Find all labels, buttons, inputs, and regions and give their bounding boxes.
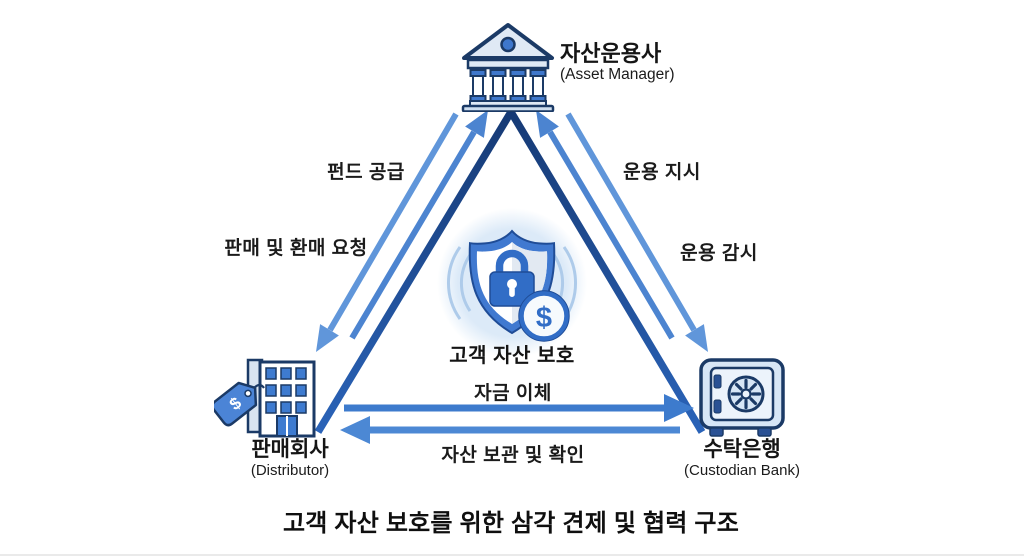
arrow-asset-custody-left (340, 416, 680, 444)
custodian-bank-name: 수탁은행 (703, 438, 781, 461)
arrow-mgmt-monitoring-up (536, 110, 675, 340)
arrow-sell-redeem-up (349, 110, 488, 340)
bottom-divider-line (0, 554, 1024, 556)
distributor-subtitle: (Distributor) (250, 462, 330, 480)
vault-dial (727, 375, 765, 413)
custodian-vault-icon (699, 358, 785, 437)
center-protection-label: 고객 자산 보호 (449, 345, 575, 367)
asset-protection-shield-icon: $ (437, 208, 587, 358)
flow-label-fund-supply: 펀드 공급 (327, 162, 405, 183)
diagram-title: 고객 자산 보호를 위한 삼각 견제 및 협력 구조 (283, 510, 739, 537)
asset-manager-label: 자산운용사 (Asset Manager) (560, 41, 675, 84)
dollar-coin-icon: $ (518, 290, 570, 342)
flow-label-mgmt-monitoring: 운용 감시 (680, 243, 758, 264)
padlock-icon (489, 249, 535, 307)
asset-manager-name: 자산운용사 (560, 41, 662, 66)
custodian-bank-subtitle: (Custodian Bank) (684, 462, 800, 480)
asset-manager-subtitle: (Asset Manager) (560, 66, 675, 84)
triangle-outline (314, 104, 706, 434)
distributor-building-icon: $ (214, 358, 316, 438)
custodian-bank-label: 수탁은행 (Custodian Bank) (684, 438, 800, 480)
distributor-name: 판매회사 (251, 438, 329, 461)
arrow-fund-supply-down (316, 112, 459, 352)
flow-label-fund-transfer: 자금 이체 (474, 383, 552, 404)
distributor-label: 판매회사 (Distributor) (251, 438, 329, 480)
arrow-mgmt-instruction-down (565, 112, 708, 352)
arrow-fund-transfer-right (344, 394, 694, 422)
coin-dollar-glyph: $ (536, 302, 552, 334)
flow-label-mgmt-instruction: 운용 지시 (623, 162, 701, 183)
flow-label-sell-redeem-request: 판매 및 환매 요청 (224, 238, 368, 259)
asset-manager-bank-icon (461, 23, 555, 112)
price-tag-icon: $ (214, 381, 258, 427)
building-windows (265, 367, 307, 414)
flow-label-asset-custody-confirm: 자산 보관 및 확인 (441, 445, 585, 466)
